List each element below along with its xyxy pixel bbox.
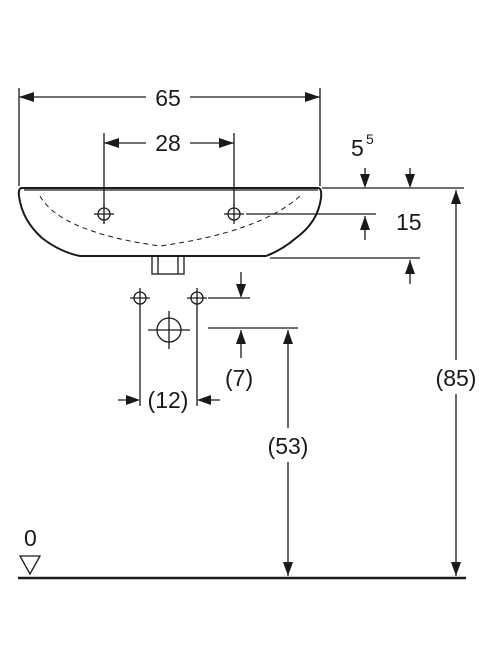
dimension-rim-to-tap-holes: 5 5 — [322, 131, 464, 189]
level-triangle-icon — [18, 555, 42, 576]
bracket-hole-upper-left-icon — [130, 288, 150, 308]
bracket-hole-upper-right-icon — [187, 288, 207, 308]
dimension-bracket-spacing-label: (12) — [148, 387, 189, 413]
floor-level-marker: 0 — [18, 525, 42, 576]
dimension-tap-holes-to-bottom-label: 15 — [396, 209, 422, 235]
dimension-rim-height: (85) — [436, 190, 477, 576]
dimension-rim-height-label: (85) — [436, 365, 477, 391]
washbasin-outline — [17, 187, 323, 257]
dimension-tap-hole-spacing-label: 28 — [155, 130, 181, 156]
dimension-overall-width: 65 — [18, 85, 321, 186]
dimension-overall-width-label: 65 — [155, 85, 181, 111]
drain-outlet — [151, 255, 185, 275]
dimension-bracket-height-label: (53) — [268, 433, 309, 459]
dimension-bracket-offset: (7) — [208, 272, 298, 391]
tap-hole-right-icon — [224, 204, 244, 224]
dimension-tap-holes-to-bottom: 15 — [246, 209, 422, 284]
dimension-rim-to-tap-holes-label: 5 — [351, 135, 364, 161]
waste-connection-icon — [148, 311, 190, 349]
dimension-bracket-height: (53) — [268, 330, 309, 576]
dimension-bracket-spacing: (12) — [118, 387, 220, 413]
floor-level-label: 0 — [24, 525, 37, 551]
tap-hole-left-icon — [94, 204, 114, 224]
dimension-bracket-offset-label: (7) — [225, 365, 253, 391]
dimension-tap-hole-spacing: 28 — [103, 130, 235, 206]
dimension-rim-to-tap-holes-superscript: 5 — [366, 131, 374, 147]
